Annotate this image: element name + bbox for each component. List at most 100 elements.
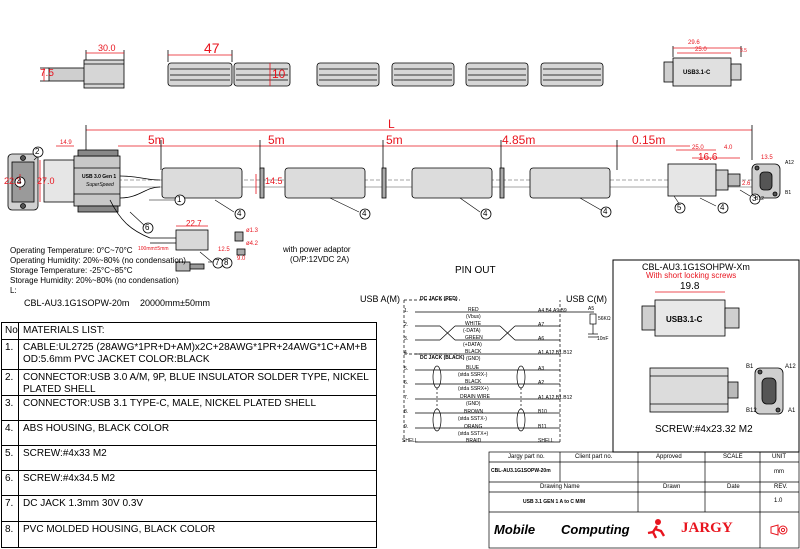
projection-symbol-icon: [770, 524, 788, 536]
material-text: ABS HOUSING, BLACK COLOR: [23, 423, 170, 434]
dim-25-0-top: 25.0: [695, 47, 707, 53]
dim-29-6: 29.6: [688, 40, 700, 46]
variant-side-view: [641, 291, 740, 337]
top-type-c-plug: [663, 46, 742, 87]
wire-label: (stda SSTX+): [458, 431, 489, 437]
material-row: 8. PVC MOLDED HOUSING, BLACK COLOR: [2, 521, 376, 547]
pin-left: 1.: [404, 308, 409, 314]
dc-jack-red: DC JACK (RED): [420, 296, 458, 302]
material-no: 1.: [2, 340, 19, 369]
spec-storage-temp: Storage Temperature: -25°C~85°C: [10, 266, 133, 275]
material-text: SCREW:#4x34.5 M2: [23, 473, 116, 484]
dc-dim-1-3: ø1.3: [246, 228, 259, 234]
material-no: 4.: [2, 421, 19, 445]
material-no: 3.: [2, 396, 19, 420]
dim-27-0: 27.0: [37, 176, 55, 186]
pin-right: A3: [538, 366, 545, 372]
material-row: 3. CONNECTOR:USB 3.1 TYPE-C, MALE, NICKE…: [2, 395, 376, 420]
dim-25-0: 25.0: [692, 145, 704, 151]
runner-logo-icon: [647, 519, 666, 539]
material-no: 7.: [2, 496, 19, 521]
callout-circles: [14, 146, 761, 269]
wire-label: (stda SSRX-): [458, 372, 488, 378]
wire-label: BLACK: [465, 349, 482, 355]
pin-left: 7.: [404, 395, 409, 401]
label-56k: 56KΩ: [598, 316, 611, 322]
variant-plug-label: USB3.1-C: [666, 315, 703, 324]
material-text: CONNECTOR:USB 3.1 TYPE-C, MALE, NICKEL P…: [23, 398, 317, 409]
dc-dim-12-5: 12.5: [218, 247, 230, 253]
spec-operating-temp: Operating Temperature: 0°C~70°C: [10, 246, 133, 255]
tb-date: Date: [727, 484, 740, 490]
pin-right: A2: [538, 380, 545, 386]
wire-label: (stda SSRX+): [458, 386, 489, 392]
label-10nf: 10nF: [597, 336, 609, 342]
dim-47: 47: [204, 40, 220, 56]
material-row: 7. DC JACK 1.3mm 30V 0.3V: [2, 495, 376, 521]
tb-name-value: USB 3.1 GEN 1 A to C M/M: [523, 499, 586, 505]
top-usb-a-plug: [40, 50, 125, 89]
wire-label: (+DATA): [463, 342, 482, 348]
pinout-title: PIN OUT: [455, 265, 496, 276]
tb-drawn: Drawn: [663, 484, 681, 490]
material-no: 6.: [2, 471, 19, 495]
material-no: 2.: [2, 370, 19, 395]
spec-storage-humidity: Storage Humidity: 20%~80% (no condensati…: [10, 276, 179, 285]
pin-left: 9.: [404, 424, 409, 430]
variant-dim: 19.8: [680, 281, 700, 292]
wire-label: BROWN: [464, 409, 484, 415]
pin-right: A1.A12.B1.B12: [538, 350, 573, 356]
callout-3: 3: [752, 194, 757, 203]
pin-right: B11: [538, 424, 547, 430]
top-plug-label: USB3.1-C: [683, 70, 711, 76]
usb-a-side-view: [39, 145, 161, 213]
dc-length: 100mm±5mm: [138, 246, 169, 252]
conn-label-2: SuperSpeed: [86, 182, 114, 188]
dim-14-9: 14.9: [60, 140, 72, 146]
wire-label: (-DATA): [463, 328, 481, 334]
pin-right: B10: [538, 409, 547, 415]
tb-drawing-name: Drawing Name: [540, 484, 580, 490]
brand-mobile: Mobile: [494, 522, 536, 537]
dc-jack-black: DC JACK (BLACK): [420, 355, 465, 361]
variant-a1: A1: [788, 408, 796, 414]
tb-unit-value: mm: [774, 469, 784, 475]
dc-dim-4-2: ø4.2: [246, 241, 259, 247]
wire-label: (Vbus): [466, 314, 481, 320]
power-adapter: with power adaptor: [283, 245, 351, 254]
materials-header-no: No: [2, 323, 19, 339]
wire-label: GREEN: [465, 335, 483, 341]
tb-rev-value: 1.0: [774, 498, 783, 504]
segment-3: 5m: [386, 133, 403, 147]
spec-l-label: L:: [10, 286, 17, 295]
wire-label: RED: [468, 307, 479, 313]
material-row: 1. CABLE:UL2725 (28AWG*1PR+D+AM)x2C+28AW…: [2, 339, 376, 369]
dim-length-l: L: [388, 117, 395, 131]
callout-8: 8: [224, 258, 229, 267]
tb-unit: UNIT: [772, 454, 786, 460]
type-c-side-view: [667, 149, 741, 197]
variant-b12: B12: [746, 408, 757, 414]
callout-4-a: 4: [237, 209, 242, 218]
spec-operating-humidity: Operating Humidity: 20%~80% (no condensa…: [10, 256, 186, 265]
dim-4-0: 4.0: [724, 145, 733, 151]
material-row: 5. SCREW:#4x33 M2: [2, 445, 376, 470]
wire-label: (GND): [466, 356, 481, 362]
callout-4-f: 4: [17, 177, 22, 186]
pin-left: 3.: [404, 336, 409, 342]
power-adapter-output: (O/P:12VDC 2A): [290, 255, 350, 264]
material-row: 6. SCREW:#4x34.5 M2: [2, 470, 376, 495]
variant-title: CBL-AU3.1G1SOHPW-Xm: [642, 262, 750, 272]
dim-2-6: 2.6: [742, 181, 751, 187]
callout-6: 6: [145, 223, 150, 232]
material-text: DC JACK 1.3mm 30V 0.3V: [23, 498, 144, 509]
dim-10: 10: [272, 67, 286, 81]
material-text: SCREW:#4x33 M2: [23, 448, 107, 459]
materials-header: MATERIALS LIST:: [23, 325, 105, 336]
material-text: CABLE:UL2725 (28AWG*1PR+D+AM)x2C+28AWG*1…: [23, 342, 368, 365]
wire-label: ORANG: [464, 424, 483, 430]
main-molded-sections: [161, 167, 611, 199]
wire-label: BLUE: [466, 365, 480, 371]
dim-22-3: 22.3: [4, 176, 22, 186]
